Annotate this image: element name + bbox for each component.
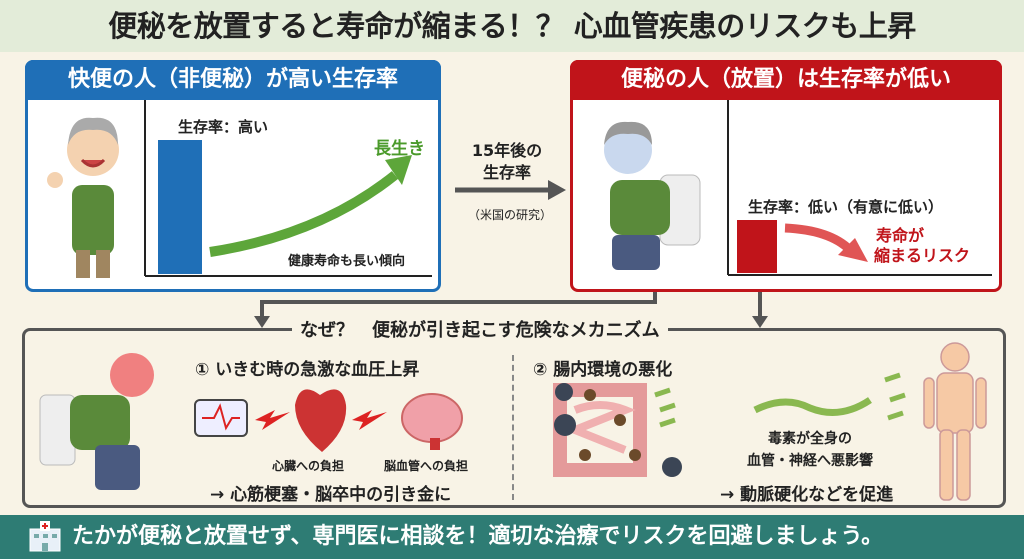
low-survival-label: 生存率：低い（有意に低い） [748, 198, 944, 216]
section2-result: → 動脈硬化などを促進 [720, 485, 894, 505]
survival-15y-line1: 15年後の [471, 141, 543, 160]
survival-15y-label: 15年後の 生存率 [462, 140, 552, 184]
straining-man-icon [39, 353, 154, 490]
long-life-label: 長生き [374, 139, 425, 159]
brain-icon [401, 393, 463, 450]
brain-burden-label: 脳血管への負担 [384, 459, 469, 473]
arrow-right-icon [548, 180, 566, 200]
toxin-wave [753, 397, 872, 416]
germ-icon [554, 414, 576, 436]
germ-icon [662, 457, 682, 477]
high-survival-label: 生存率：高い [178, 118, 269, 136]
high-survival-bar [158, 140, 202, 274]
survival-15y-line2: 生存率 [482, 163, 531, 182]
section2-title: ② 腸内環境の悪化 [533, 360, 673, 380]
footer-text: たかが便秘と放置せず、専門医に相談を！適切な治療でリスクを回避しましょう。 [72, 524, 884, 549]
section1-title: ① いきむ時の急激な血圧上昇 [195, 360, 420, 380]
page-title: 便秘を放置すると寿命が縮まる！？ 心血管疾患のリスクも上昇 [0, 0, 1024, 52]
heart-icon [295, 389, 347, 452]
lightning-icon [352, 410, 387, 430]
risk-line2: 縮まるリスク [874, 246, 971, 265]
constipated-man-on-toilet-icon [604, 121, 701, 270]
toxin-line1: 毒素が全身の [768, 431, 852, 447]
toxin-line2: 血管・神経へ悪影響 [747, 453, 873, 469]
toxin-text: 毒素が全身の 血管・神経へ悪影響 [730, 428, 890, 472]
intestines-icon [553, 383, 647, 477]
risk-arrow [784, 223, 854, 254]
heart-burden-label: 心臓への負担 [272, 459, 345, 473]
human-body-icon [923, 342, 987, 501]
lightning-icon [255, 410, 290, 430]
blood-pressure-monitor-icon [194, 399, 248, 437]
section1-result: → 心筋梗塞・脳卒中の引き金に [210, 485, 452, 505]
divider [512, 355, 514, 500]
healthy-life-note: 健康寿命も長い傾向 [288, 254, 406, 269]
study-source: （米国の研究） [467, 208, 552, 222]
long-life-arrow [209, 171, 399, 257]
happy-elderly-man-icon [47, 117, 119, 278]
mechanism-title: なぜ？ 便秘が引き起こす危険なメカニズム [292, 316, 668, 342]
right-panel-header: 便秘の人（放置）は生存率が低い [570, 60, 1002, 100]
footer-banner: たかが便秘と放置せず、専門医に相談を！適切な治療でリスクを回避しましょう。 [0, 515, 1024, 559]
left-panel: 快便の人（非便秘）が高い生存率 [25, 60, 441, 292]
risk-line1: 寿命が [876, 226, 925, 245]
left-panel-header: 快便の人（非便秘）が高い生存率 [25, 60, 441, 100]
low-survival-bar [737, 220, 777, 273]
germ-icon [555, 383, 573, 401]
hospital-icon [29, 521, 61, 552]
risk-label: 寿命が 縮まるリスク [874, 226, 970, 266]
